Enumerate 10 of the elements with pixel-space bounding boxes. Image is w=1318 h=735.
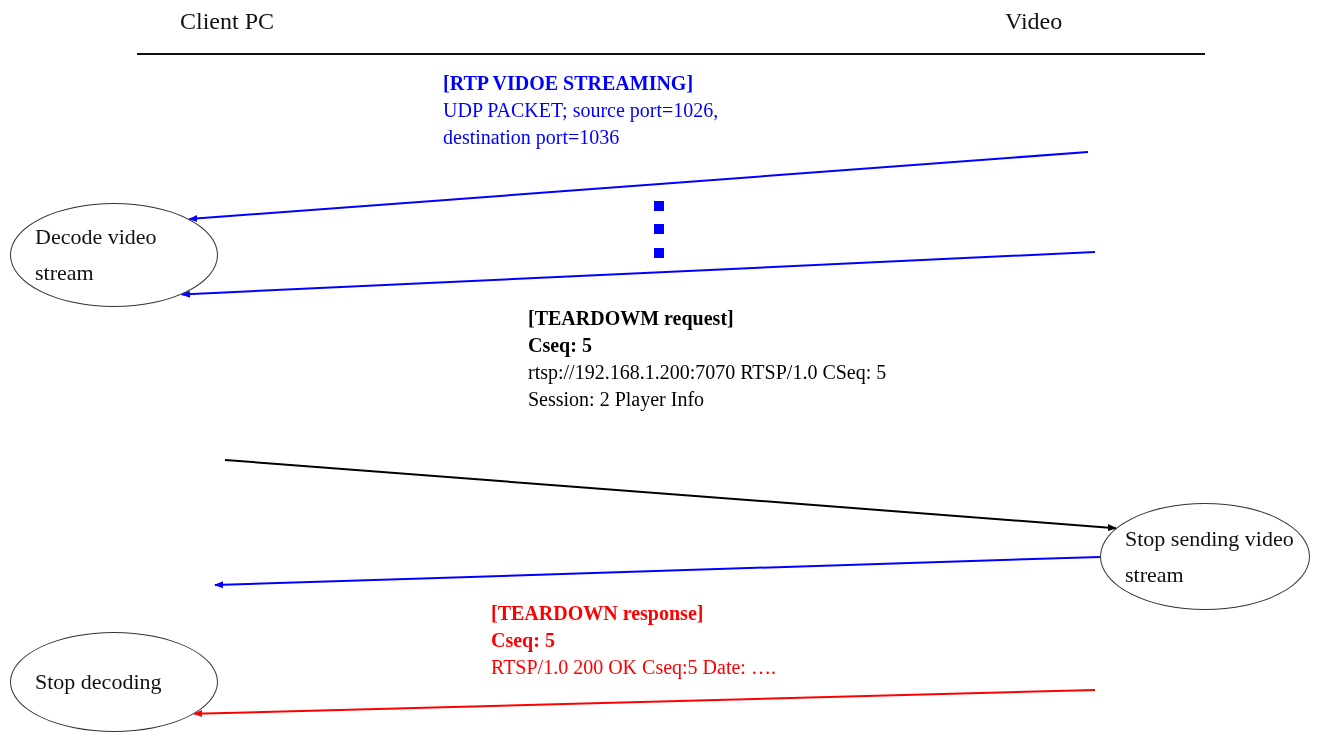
node-text: Decode video stream [35,224,157,285]
arrow [188,151,1089,223]
arrow [180,251,1096,298]
column-header: Client PC [180,8,275,35]
arrow [224,459,1117,532]
arrow [193,689,1096,718]
arrow [214,555,1101,589]
node-text: Stop sending video stream [1125,525,1294,587]
column-header: Video [1005,8,1063,35]
node-text: Stop decoding [35,669,162,694]
